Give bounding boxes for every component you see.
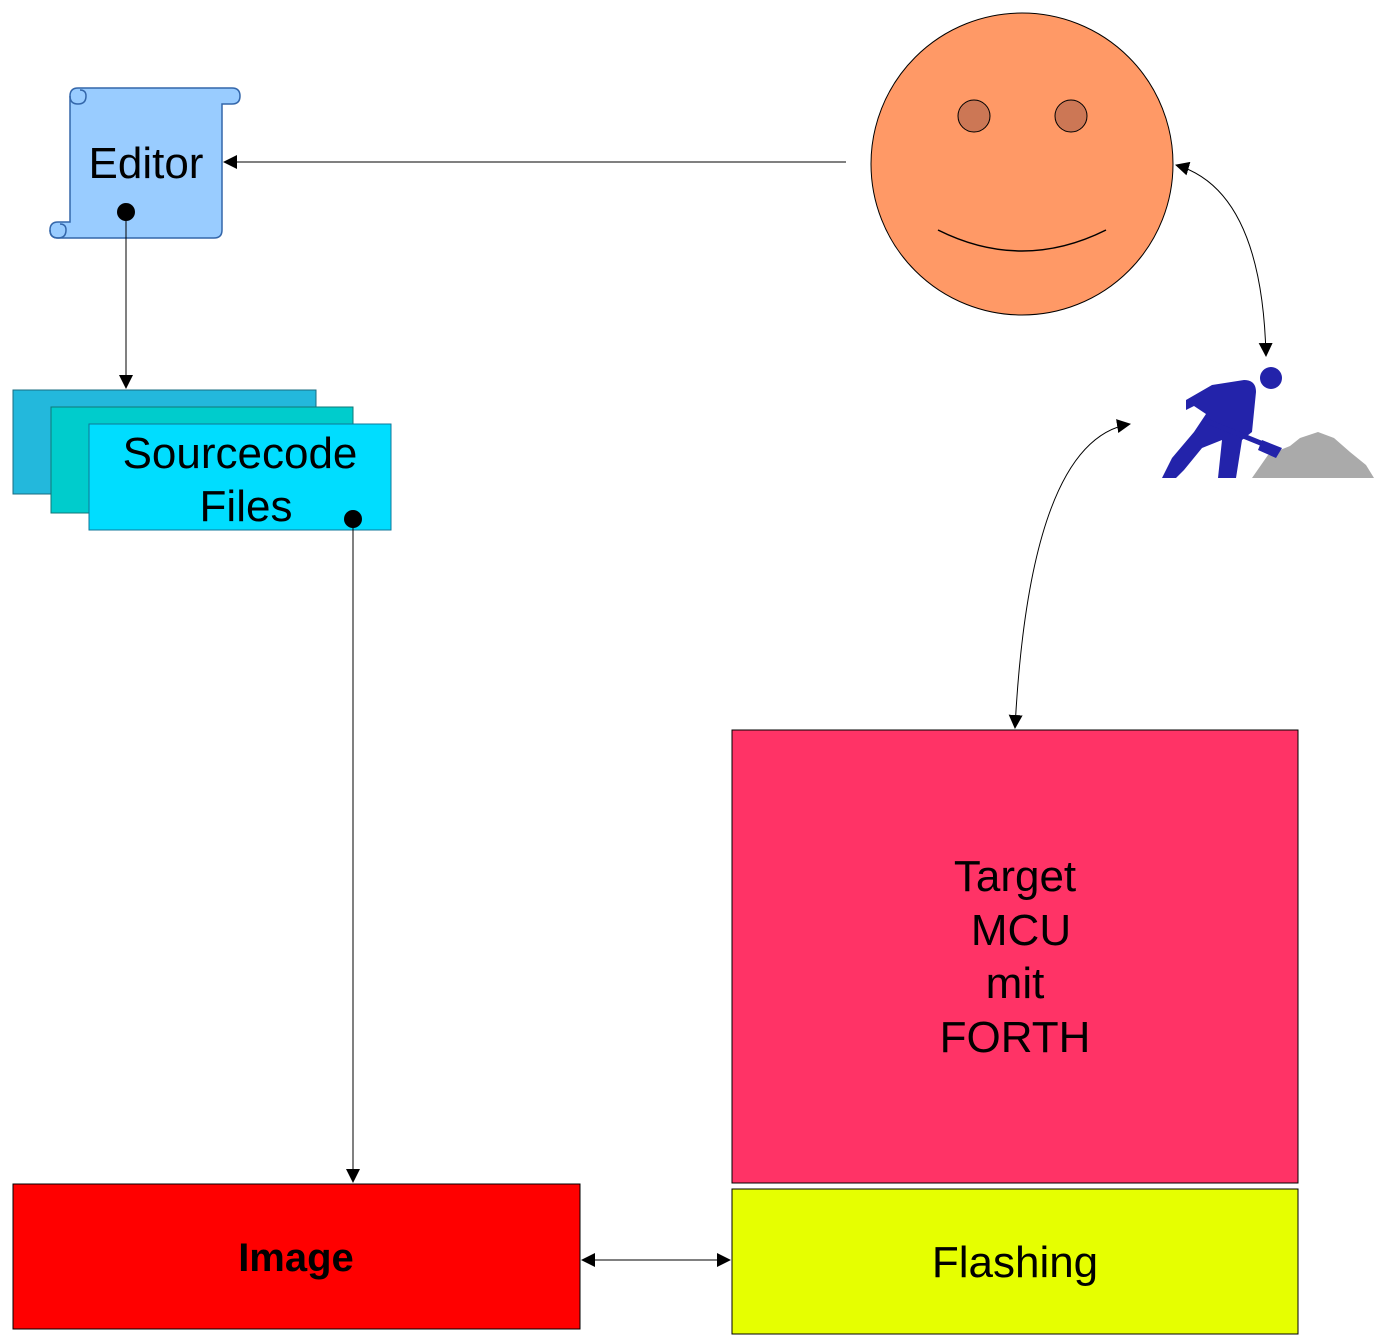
target-label-line4: FORTH <box>940 1013 1091 1062</box>
worker-shovel-icon <box>1162 367 1374 478</box>
connector-dot-editor <box>117 203 135 221</box>
target-label-line1: Target <box>954 852 1076 901</box>
target-label-line3: mit <box>986 959 1045 1008</box>
arrow-face-worker <box>1175 161 1273 357</box>
sourcecode-files-stack <box>12 389 392 531</box>
sourcecode-label-line1: Sourcecode <box>123 429 358 478</box>
editor-label: Editor <box>89 139 204 188</box>
arrow-worker-target <box>1008 419 1131 729</box>
target-mcu-box <box>731 729 1299 1184</box>
sourcecode-label-line2: Files <box>200 482 293 531</box>
image-box <box>12 1183 581 1330</box>
editor-scroll <box>49 87 241 239</box>
image-label: Image <box>238 1236 354 1280</box>
flashing-label: Flashing <box>932 1238 1098 1287</box>
connector-dot-sources <box>344 510 362 528</box>
target-label-line2: MCU <box>971 906 1071 955</box>
smiley-face-icon <box>870 12 1174 316</box>
flashing-box <box>731 1188 1299 1335</box>
